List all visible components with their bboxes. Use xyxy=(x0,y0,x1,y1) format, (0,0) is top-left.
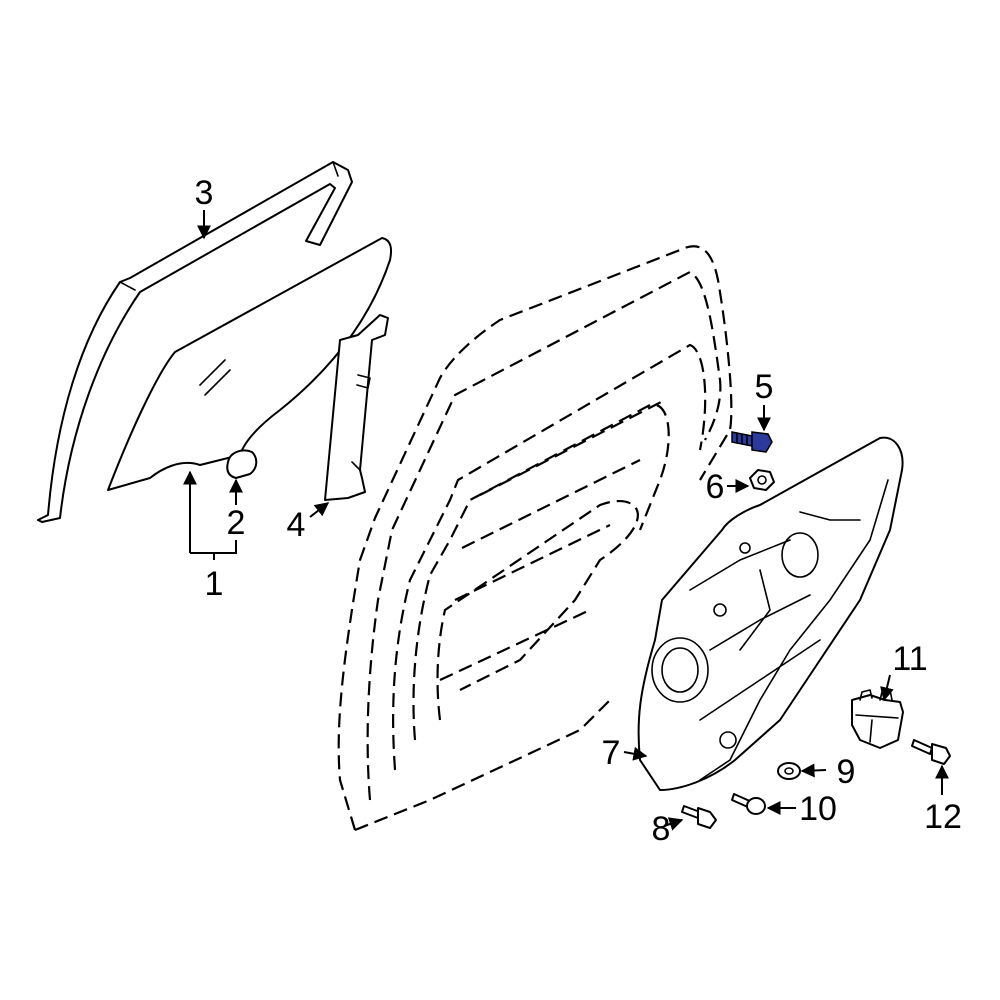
part-10-screw xyxy=(731,793,766,815)
callout-4: 4 xyxy=(287,506,306,544)
part-9-washer xyxy=(777,762,801,780)
part-1-door-glass xyxy=(107,237,392,491)
part-12-bolt xyxy=(911,739,951,765)
part-3-run-channel xyxy=(37,161,353,523)
leader-lines xyxy=(183,210,949,831)
callout-1: 1 xyxy=(205,565,224,603)
part-6-nut xyxy=(749,469,775,491)
callout-9: 9 xyxy=(837,753,856,791)
callout-6: 6 xyxy=(706,468,725,506)
callout-3: 3 xyxy=(195,174,214,212)
callout-8: 8 xyxy=(652,810,671,848)
part-11-motor xyxy=(851,689,904,749)
callout-10: 10 xyxy=(799,790,837,828)
part-5-bolt xyxy=(731,431,773,453)
part-2-glass-clip xyxy=(226,449,258,479)
callout-11: 11 xyxy=(892,640,927,678)
part-8-bolt xyxy=(681,805,717,829)
callout-2: 2 xyxy=(227,504,246,542)
door-shell-outline xyxy=(337,245,733,832)
callout-7: 7 xyxy=(602,734,621,772)
part-4-division-channel xyxy=(324,314,389,501)
callout-5: 5 xyxy=(755,368,774,406)
callout-labels: 1 2 3 4 5 6 7 8 9 10 11 12 xyxy=(195,174,962,848)
callout-12: 12 xyxy=(924,798,962,836)
part-7-module-panel xyxy=(637,436,904,791)
